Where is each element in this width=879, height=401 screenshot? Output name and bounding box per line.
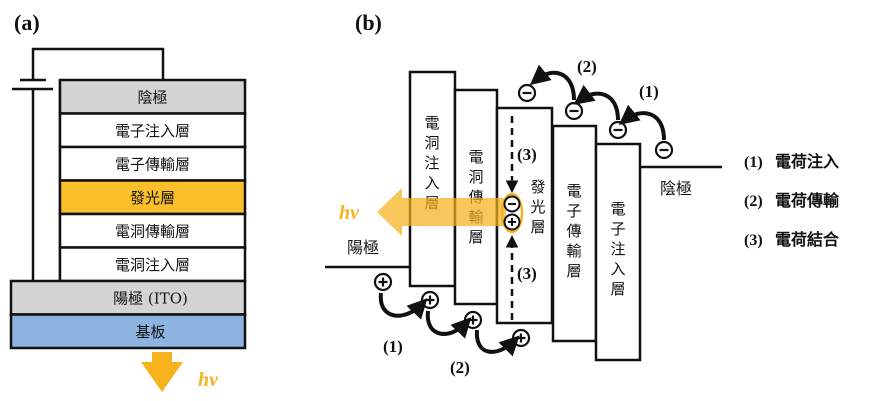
- box-label-char: 電: [566, 182, 581, 200]
- legend-item: (1) 電荷注入: [744, 152, 839, 171]
- legend-text: 電荷結合: [775, 230, 840, 249]
- charges: [373, 83, 674, 348]
- panel-b-label: (b): [355, 10, 382, 35]
- layer-5: 電洞傳輸層: [58, 212, 247, 249]
- energy-box-eml: 發光層: [495, 106, 554, 325]
- box-label-char: 注: [610, 240, 625, 258]
- legend-number: (2): [744, 193, 763, 210]
- emission-label-b: hv: [339, 202, 360, 224]
- electron-icon: [564, 101, 584, 121]
- electron-icon: [608, 120, 628, 140]
- legend-item: (3) 電荷結合: [744, 230, 840, 249]
- electron-icon: [517, 83, 537, 103]
- electron-icon: [654, 140, 674, 160]
- electron-arrow-1: [618, 104, 666, 141]
- box-label-char: 注: [424, 154, 439, 172]
- box-label-char: 電: [424, 114, 439, 132]
- hole-icon: [511, 328, 531, 348]
- layer-label: 電洞注入層: [115, 256, 190, 274]
- box-label-char: 層: [530, 218, 545, 236]
- panel-b: (b) 陽極 陰極 電洞注入層電洞傳輸層發光層電子傳輸層電子注入層 hv (3)…: [325, 10, 722, 377]
- hole-icon: [373, 272, 393, 292]
- emission-arrow-left: [377, 188, 506, 236]
- box-label-char: 入: [424, 174, 439, 192]
- layer-label: 電子傳輸層: [115, 155, 190, 173]
- hole-hop-arrows: [378, 292, 520, 357]
- electron-arrow-2: [573, 84, 620, 121]
- legend-text: 電荷傳輸: [775, 191, 840, 210]
- layer-label: 電洞傳輸層: [115, 222, 190, 240]
- electron-injection-label: (1): [639, 82, 659, 101]
- legend-item: (2) 電荷傳輸: [744, 191, 840, 210]
- emission-arrow-down: [141, 352, 183, 392]
- box-label-char: 傳: [566, 222, 581, 240]
- box-label-char: 層: [566, 262, 581, 280]
- exciton: [500, 192, 524, 234]
- panel-a-label: (a): [14, 10, 40, 35]
- energy-box-htl: 電洞傳輸層: [453, 88, 499, 306]
- layer-label: 基板: [135, 323, 165, 341]
- electron-hop-arrows: [529, 64, 666, 141]
- box-label-char: 電: [468, 148, 483, 166]
- box-label-char: 子: [610, 220, 625, 238]
- hole-transport-label: (2): [450, 358, 470, 377]
- box-label-char: 輸: [566, 242, 581, 260]
- substrate-layer: 基板: [9, 313, 247, 350]
- energy-level-boxes: 電洞注入層電洞傳輸層發光層電子傳輸層電子注入層: [408, 70, 642, 362]
- recombination-label-bottom: (3): [517, 264, 537, 283]
- box-label-char: 層: [468, 228, 483, 246]
- legend-text: 電荷注入: [775, 152, 839, 171]
- cathode-label: 陰極: [660, 179, 692, 198]
- hole-arrow-1: [378, 292, 428, 320]
- energy-box-hil: 電洞注入層: [408, 70, 457, 288]
- electron-transport-label: (2): [577, 57, 597, 76]
- box-label-char: 入: [610, 260, 625, 278]
- layer-6: 電洞注入層: [58, 246, 247, 283]
- hole-icon: [463, 310, 483, 330]
- anode-layer: 陽極 (ITO): [9, 279, 247, 316]
- box-label-char: 層: [610, 280, 625, 298]
- hole-icon: [420, 290, 440, 310]
- legend-number: (1): [744, 154, 763, 171]
- layer-label: 發光層: [130, 189, 175, 207]
- energy-box-eil: 電子注入層: [594, 142, 642, 362]
- hole-injection-label: (1): [383, 337, 403, 356]
- layer-3: 電子傳輸層: [58, 145, 247, 182]
- layer-1: 陰極: [58, 78, 247, 115]
- electron-arrow-3: [529, 64, 576, 101]
- energy-box-etl: 電子傳輸層: [551, 124, 598, 343]
- recombination-label-top: (3): [517, 145, 537, 164]
- anode-label: 陽極: [347, 238, 379, 257]
- box-label-char: 子: [566, 202, 581, 220]
- layer-label: 陰極: [137, 88, 167, 106]
- layer-label: 電子注入層: [115, 122, 190, 140]
- box-label-char: 發: [530, 178, 545, 196]
- hole-arrow-3: [474, 329, 520, 357]
- box-label-char: 洞: [424, 134, 439, 152]
- box-label-char: 洞: [468, 168, 483, 186]
- legend: (1) 電荷注入 (2) 電荷傳輸 (3) 電荷結合: [744, 152, 840, 249]
- layer-2: 電子注入層: [58, 112, 247, 149]
- box-label-char: 光: [530, 198, 545, 216]
- layer-4: 發光層: [58, 179, 247, 216]
- layer-label: 陽極 (ITO): [113, 289, 188, 307]
- legend-number: (3): [744, 232, 763, 249]
- emission-label-a: hv: [198, 369, 219, 391]
- circuit-wire: [12, 47, 165, 281]
- box-label-char: 電: [610, 200, 625, 218]
- hole-arrow-2: [425, 310, 472, 339]
